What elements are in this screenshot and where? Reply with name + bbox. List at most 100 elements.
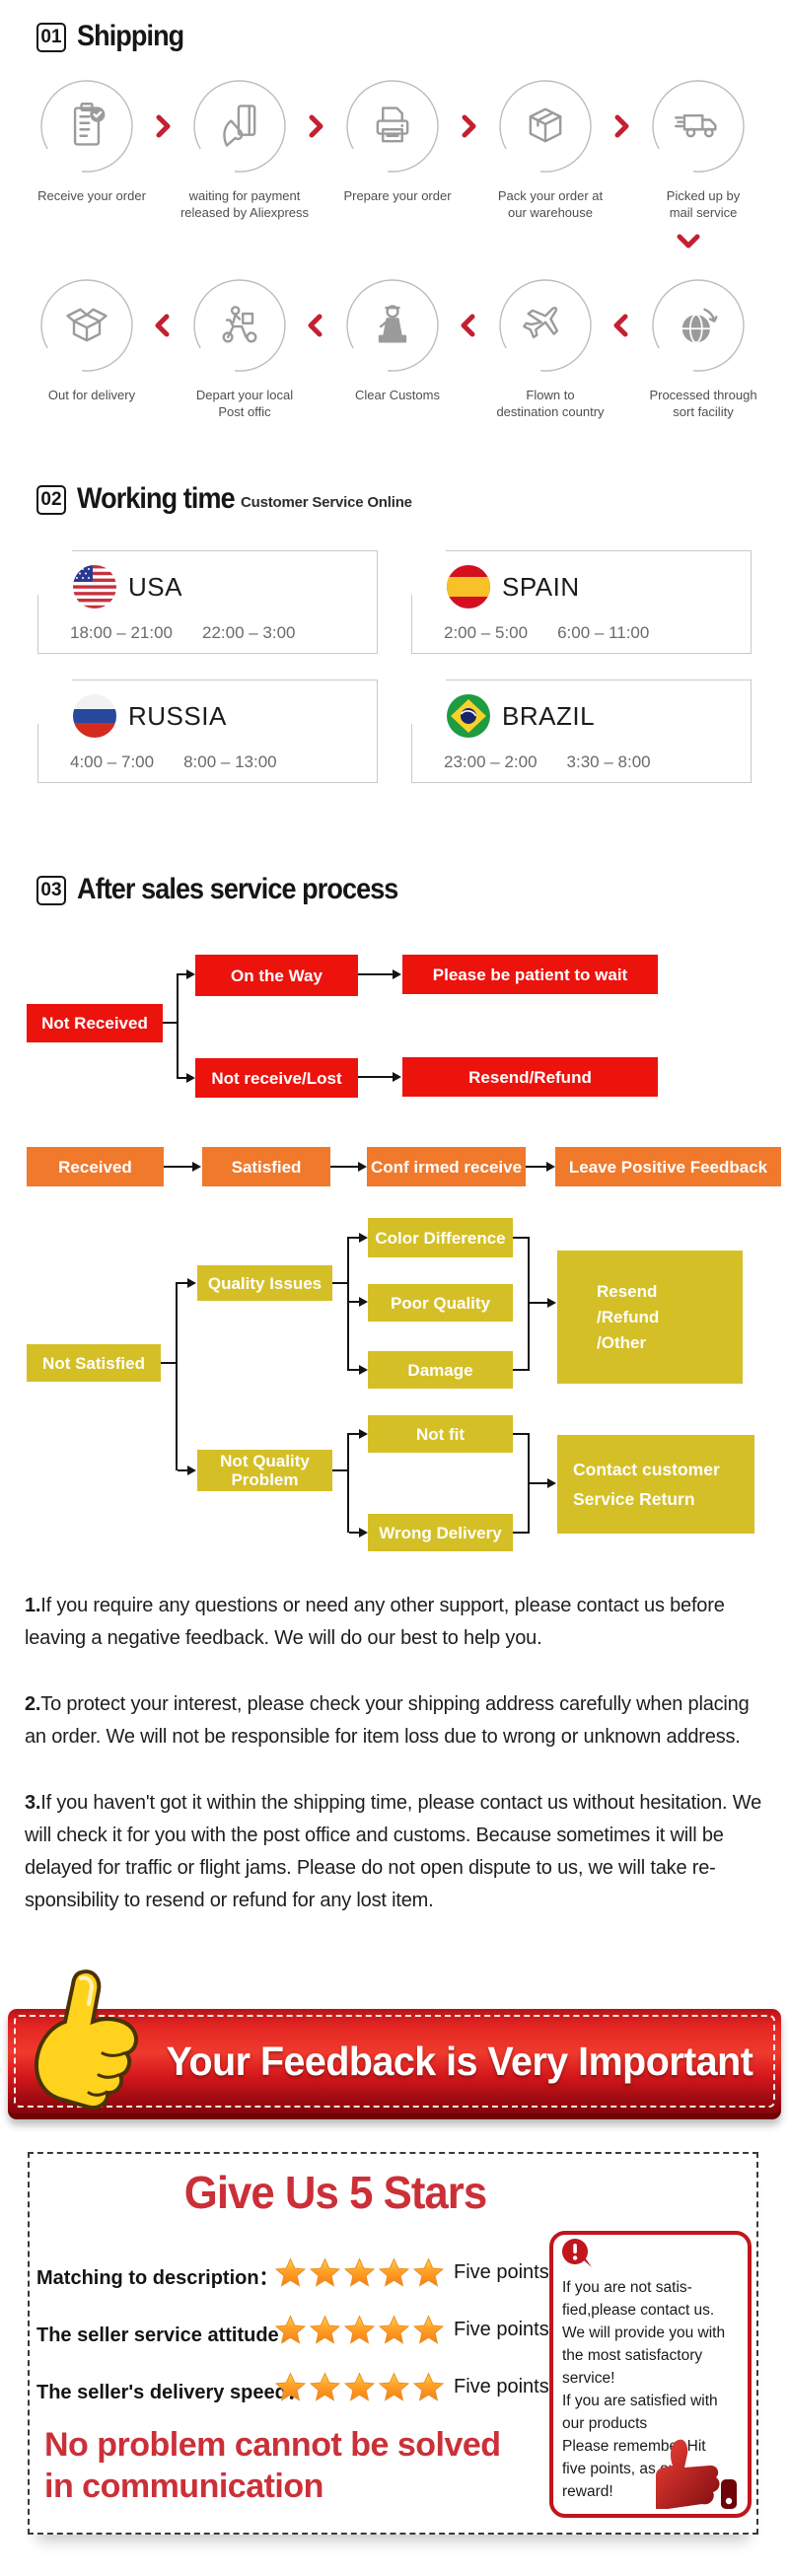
flow-node-wrong-delivery: Wrong Delivery — [368, 1514, 513, 1551]
airplane-icon — [523, 307, 559, 339]
chevron-left-icon — [155, 314, 171, 342]
connector-line — [179, 1077, 187, 1079]
note-line: reward! — [562, 2483, 613, 2500]
star-icon — [378, 2372, 410, 2401]
satisfaction-note-text: If you are not satis- fied,please contac… — [562, 2276, 744, 2503]
step-label: Depart your local Post offic — [195, 388, 294, 419]
working-hours: 2:00 – 5:00 — [444, 623, 529, 642]
flow-node-not-quality-problem: Not Quality Problem — [197, 1450, 332, 1491]
arrowhead-icon — [359, 1528, 368, 1538]
note-text: If you haven't got it within the shippin… — [25, 1792, 762, 1911]
flow-node-quality-issues: Quality Issues — [197, 1265, 332, 1301]
connector-line — [332, 1282, 347, 1284]
section-title-working-time: Working time — [77, 482, 236, 515]
package-box-icon — [529, 107, 562, 143]
star-icon — [309, 2315, 341, 2344]
step-receive-order — [39, 79, 134, 174]
arrowhead-icon — [358, 1162, 367, 1172]
step-label: Pack your order at our warehouse — [497, 188, 604, 220]
note-line: We will provide you with — [562, 2325, 726, 2341]
connector-line — [161, 1362, 176, 1364]
flow-node-not-fit: Not fit — [368, 1415, 513, 1453]
connector-line — [526, 1166, 547, 1168]
arrowhead-icon — [393, 969, 401, 979]
working-hours: 4:00 – 7:00 — [70, 752, 155, 771]
flow-node-not-received: Not Received — [27, 1004, 163, 1042]
step-label: Receive your order — [37, 188, 146, 203]
chevron-left-icon — [308, 314, 323, 342]
arrowhead-icon — [359, 1429, 368, 1439]
connector-line — [349, 1369, 359, 1371]
step-out-for-delivery — [39, 278, 134, 373]
connector-line — [332, 1469, 347, 1471]
step-payment — [192, 79, 287, 174]
step-label: Clear Customs — [355, 388, 440, 402]
step-flown-to-destination — [498, 278, 593, 373]
spain-flag-icon — [447, 565, 490, 608]
note-line: five points, as our — [562, 2461, 682, 2477]
note-line: service! — [562, 2370, 615, 2387]
connector-line — [528, 1237, 530, 1371]
section-title-after-sales: After sales service process — [77, 873, 398, 905]
flow-node-leave-positive-feedback: Leave Positive Feedback — [555, 1147, 781, 1186]
exclamation-icon — [562, 2239, 592, 2267]
connector-line — [349, 1433, 359, 1435]
working-hours: 8:00 – 13:00 — [183, 752, 277, 771]
flow-node-resend-refund-other: Resend /Refund /Other — [557, 1251, 743, 1384]
connector-line — [347, 1433, 349, 1533]
rating-row-label: The seller's delivery speed： — [36, 2382, 307, 2403]
working-hours: 3:30 – 8:00 — [566, 752, 651, 771]
connector-line — [176, 1282, 178, 1470]
note-number: 3. — [25, 1792, 41, 1814]
connector-line — [163, 1022, 178, 1024]
rating-row-label: Matching to description： — [36, 2267, 279, 2289]
connector-line — [178, 1282, 187, 1284]
star-rating — [274, 2371, 445, 2403]
red-thumbs-up-icon — [656, 2439, 737, 2509]
step-label: Picked up by mail service — [666, 188, 741, 220]
country-name: SPAIN — [502, 572, 580, 602]
brazil-flag-icon — [447, 694, 490, 738]
note-text: If you require any questions or need any… — [25, 1595, 725, 1649]
banner-text: Your Feedback is Very Important — [166, 2038, 753, 2084]
arrowhead-icon — [546, 1162, 555, 1172]
country-name: USA — [128, 572, 182, 602]
arrowhead-icon — [547, 1298, 556, 1308]
communication-slogan: No problem cannot be solved in communica… — [44, 2426, 501, 2505]
step-depart-post-office — [192, 278, 287, 373]
chevron-left-icon — [613, 314, 629, 342]
russia-flag-icon — [73, 694, 116, 738]
note-paragraph-2: 2.To protect your interest, please check… — [25, 1688, 774, 1753]
note-text: To protect your interest, please check y… — [25, 1693, 750, 1748]
flow-node-resend-refund: Resend/Refund — [402, 1057, 658, 1097]
connector-line — [513, 1433, 530, 1435]
arrowhead-icon — [187, 1278, 196, 1288]
working-hours: 18:00 – 21:00 — [70, 623, 173, 642]
working-hours: 23:00 – 2:00 — [444, 752, 538, 771]
courier-scooter-icon — [222, 306, 257, 343]
delivery-truck-icon — [675, 113, 717, 138]
star-icon — [343, 2315, 376, 2344]
step-label: Prepare your order — [343, 188, 452, 203]
rating-row-label: The seller service attitude： — [36, 2325, 299, 2346]
arrowhead-icon — [186, 969, 195, 979]
star-icon — [274, 2315, 307, 2344]
flow-node-not-satisfied: Not Satisfied — [27, 1344, 161, 1382]
country-name: BRAZIL — [502, 701, 596, 731]
note-number: 1. — [25, 1595, 41, 1616]
flow-node-please-wait: Please be patient to wait — [402, 955, 658, 994]
section-title-shipping: Shipping — [77, 20, 184, 52]
connector-line — [358, 1076, 394, 1078]
arrowhead-icon — [187, 1466, 196, 1475]
step-picked-up — [651, 79, 746, 174]
section-number-shipping: 01 — [36, 23, 66, 52]
chevron-right-icon — [155, 114, 171, 143]
flow-node-received: Received — [27, 1147, 164, 1186]
connector-line — [513, 1237, 530, 1239]
star-icon — [309, 2372, 341, 2401]
step-pack-order — [498, 79, 593, 174]
flow-node-contact-customer: Contact customer Service Return — [557, 1435, 754, 1534]
